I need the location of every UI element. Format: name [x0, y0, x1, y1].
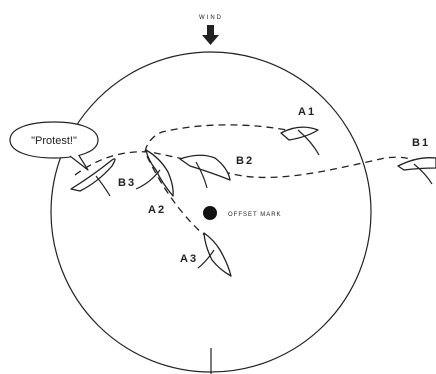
offset-mark [203, 206, 217, 220]
boat-b3-label: B3 [118, 177, 136, 189]
boat-b1 [398, 158, 436, 184]
boat-b2-label: B2 [236, 155, 254, 167]
boat-b1-label: B1 [412, 137, 430, 149]
boat-a3-label: A3 [180, 253, 198, 265]
boat-b2 [180, 155, 230, 188]
boat-a1 [281, 127, 319, 155]
boat-a1-label: A1 [298, 106, 316, 118]
boat-b3 [71, 159, 115, 196]
boat-a2-label: A2 [148, 204, 166, 216]
boat-a3 [198, 233, 231, 276]
offset-mark-label: OFFSET MARK [228, 212, 282, 218]
down-arrow-icon [202, 25, 219, 45]
protest-bubble-text: "Protest!" [31, 135, 77, 147]
boat-a2 [136, 150, 173, 196]
wind-label: WIND [199, 15, 223, 21]
